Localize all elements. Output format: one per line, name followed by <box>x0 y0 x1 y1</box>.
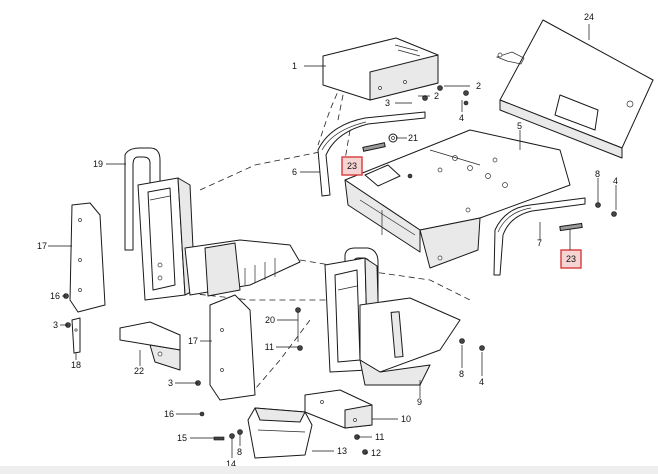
callout-7: 7 <box>537 238 542 248</box>
part-23-strip-lower <box>559 222 583 232</box>
highlight-23-upper[interactable]: 23 <box>341 156 363 176</box>
highlight-23-upper-label: 23 <box>347 161 357 171</box>
callout-13: 13 <box>337 446 347 456</box>
callout-4b: 4 <box>613 176 618 186</box>
part-21-grommet <box>388 133 398 143</box>
callout-17a: 17 <box>37 241 47 251</box>
callout-12: 12 <box>371 448 381 458</box>
callout-labels: 1 2 2 3 4 24 5 21 6 19 8 4 7 17 16 3 18 … <box>37 12 618 469</box>
part-17-side-panel-lower <box>209 294 256 401</box>
part-1-top-bracket <box>322 37 439 101</box>
callout-5: 5 <box>517 121 522 131</box>
callout-3b: 3 <box>53 320 58 330</box>
part-17-side-panel-left <box>69 202 106 313</box>
callout-9: 9 <box>417 397 422 407</box>
part-10-bracket <box>304 389 373 455</box>
callout-20: 20 <box>265 315 275 325</box>
part-24-cover-panel <box>495 19 654 159</box>
callout-16b: 16 <box>164 409 174 419</box>
part-6-edge-trim-left <box>317 111 426 197</box>
callout-10: 10 <box>401 414 411 424</box>
callout-2b: 2 <box>434 91 439 101</box>
callout-3c: 3 <box>168 378 173 388</box>
callout-21: 21 <box>408 133 418 143</box>
part-19-left-frame <box>124 147 196 301</box>
callout-3a: 3 <box>385 98 390 108</box>
part-18-bracket <box>71 317 81 354</box>
part-23-strip-upper <box>362 142 386 152</box>
callout-8b: 8 <box>459 369 464 379</box>
fasteners-center <box>295 307 303 351</box>
callout-16a: 16 <box>50 291 60 301</box>
part-13-tray <box>247 407 313 459</box>
callout-4a: 4 <box>459 113 464 123</box>
callout-8a: 8 <box>595 169 600 179</box>
callout-19: 19 <box>93 159 103 169</box>
callout-17b: 17 <box>188 336 198 346</box>
callout-leaders <box>48 24 617 458</box>
callout-11a: 11 <box>265 342 274 352</box>
callout-1: 1 <box>292 61 297 71</box>
bottom-strip <box>0 466 658 474</box>
highlight-23-lower[interactable]: 23 <box>560 249 582 269</box>
part-7-edge-trim-right <box>493 197 586 276</box>
callout-18: 18 <box>71 360 81 370</box>
callout-6: 6 <box>292 167 297 177</box>
callout-15: 15 <box>177 433 187 443</box>
part-5-main-deck <box>344 129 571 269</box>
callout-14: 14 <box>226 459 236 469</box>
callout-4c: 4 <box>479 377 484 387</box>
callout-22: 22 <box>134 366 144 376</box>
callout-24: 24 <box>584 12 594 22</box>
callout-2a: 2 <box>476 81 481 91</box>
part-22-mount-bracket <box>119 321 181 371</box>
part-9-base-plate <box>359 297 485 386</box>
callout-8c: 8 <box>237 447 242 457</box>
fasteners-top-right <box>407 85 617 217</box>
callout-11b: 11 <box>375 432 384 442</box>
left-seat-base <box>184 239 301 297</box>
highlight-23-lower-label: 23 <box>566 254 576 264</box>
